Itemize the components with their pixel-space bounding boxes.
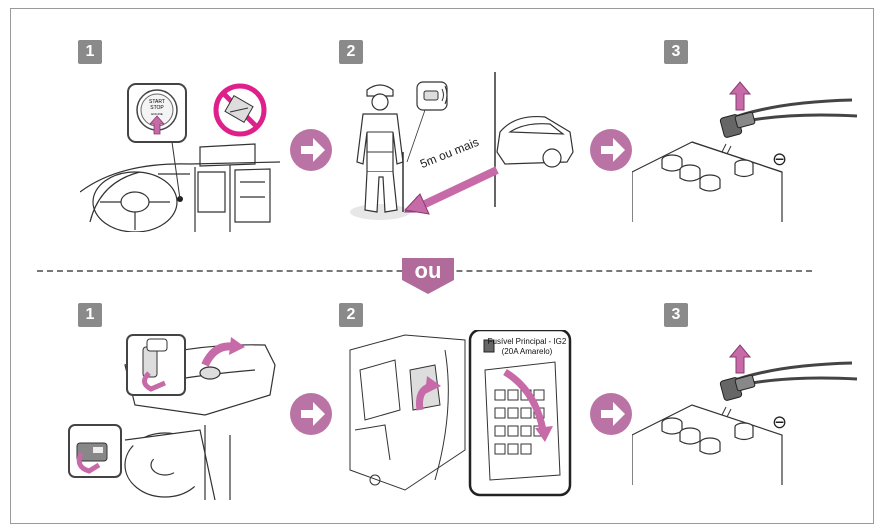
stop-label: STOP (150, 105, 164, 111)
step-badge-2-bottom: 2 (339, 303, 363, 327)
negative-terminal-symbol: ⊖ (772, 149, 787, 170)
fuse-label-line2: (20A Amarelo) (482, 347, 572, 357)
next-arrow-icon (589, 128, 633, 172)
dashboard-start-button-illustration: START STOP ENGINE (80, 72, 280, 232)
fuse-label: Fusível Principal - IG2 (20A Amarelo) (482, 337, 572, 357)
next-arrow-icon (289, 392, 333, 436)
step-badge-2-top: 2 (339, 40, 363, 64)
fuse-label-line1: Fusível Principal - IG2 (482, 337, 572, 347)
ou-label: ou (400, 258, 456, 284)
negative-terminal-symbol: ⊖ (772, 412, 787, 433)
battery-terminal-illustration: ⊖ (632, 72, 862, 222)
battery-terminal-illustration: ⊖ (632, 335, 862, 485)
next-arrow-icon (589, 392, 633, 436)
step-badge-1-top: 1 (78, 40, 102, 64)
step-badge-3-top: 3 (664, 40, 688, 64)
next-arrow-icon (289, 128, 333, 172)
step-badge-3-bottom: 3 (664, 303, 688, 327)
shift-and-hood-illustration (65, 325, 280, 500)
step-badge-1-bottom: 1 (78, 303, 102, 327)
